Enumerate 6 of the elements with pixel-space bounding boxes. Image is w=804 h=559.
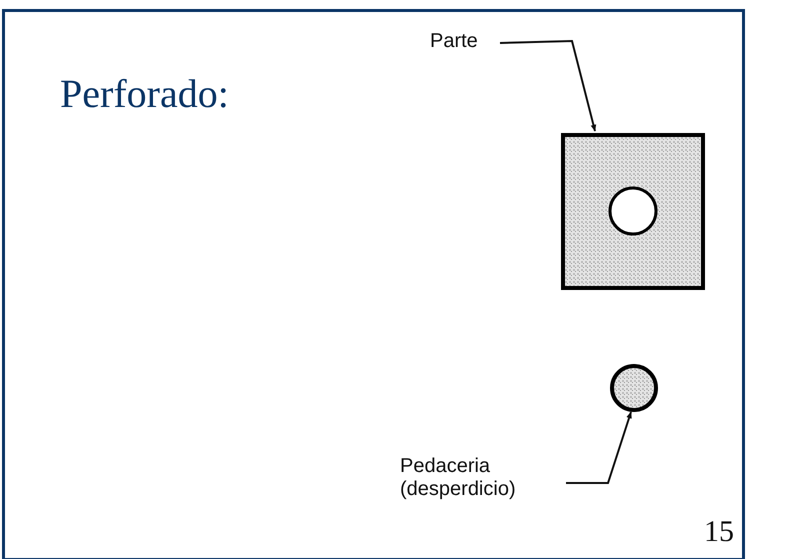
page-number: 15: [704, 515, 734, 549]
part-label: Parte: [430, 30, 479, 53]
part-label: Pedaceria (desperdicio): [400, 455, 517, 501]
leader-line: [500, 40, 596, 132]
slide-title: Perforado:: [60, 70, 229, 117]
leader-line: [566, 411, 632, 484]
